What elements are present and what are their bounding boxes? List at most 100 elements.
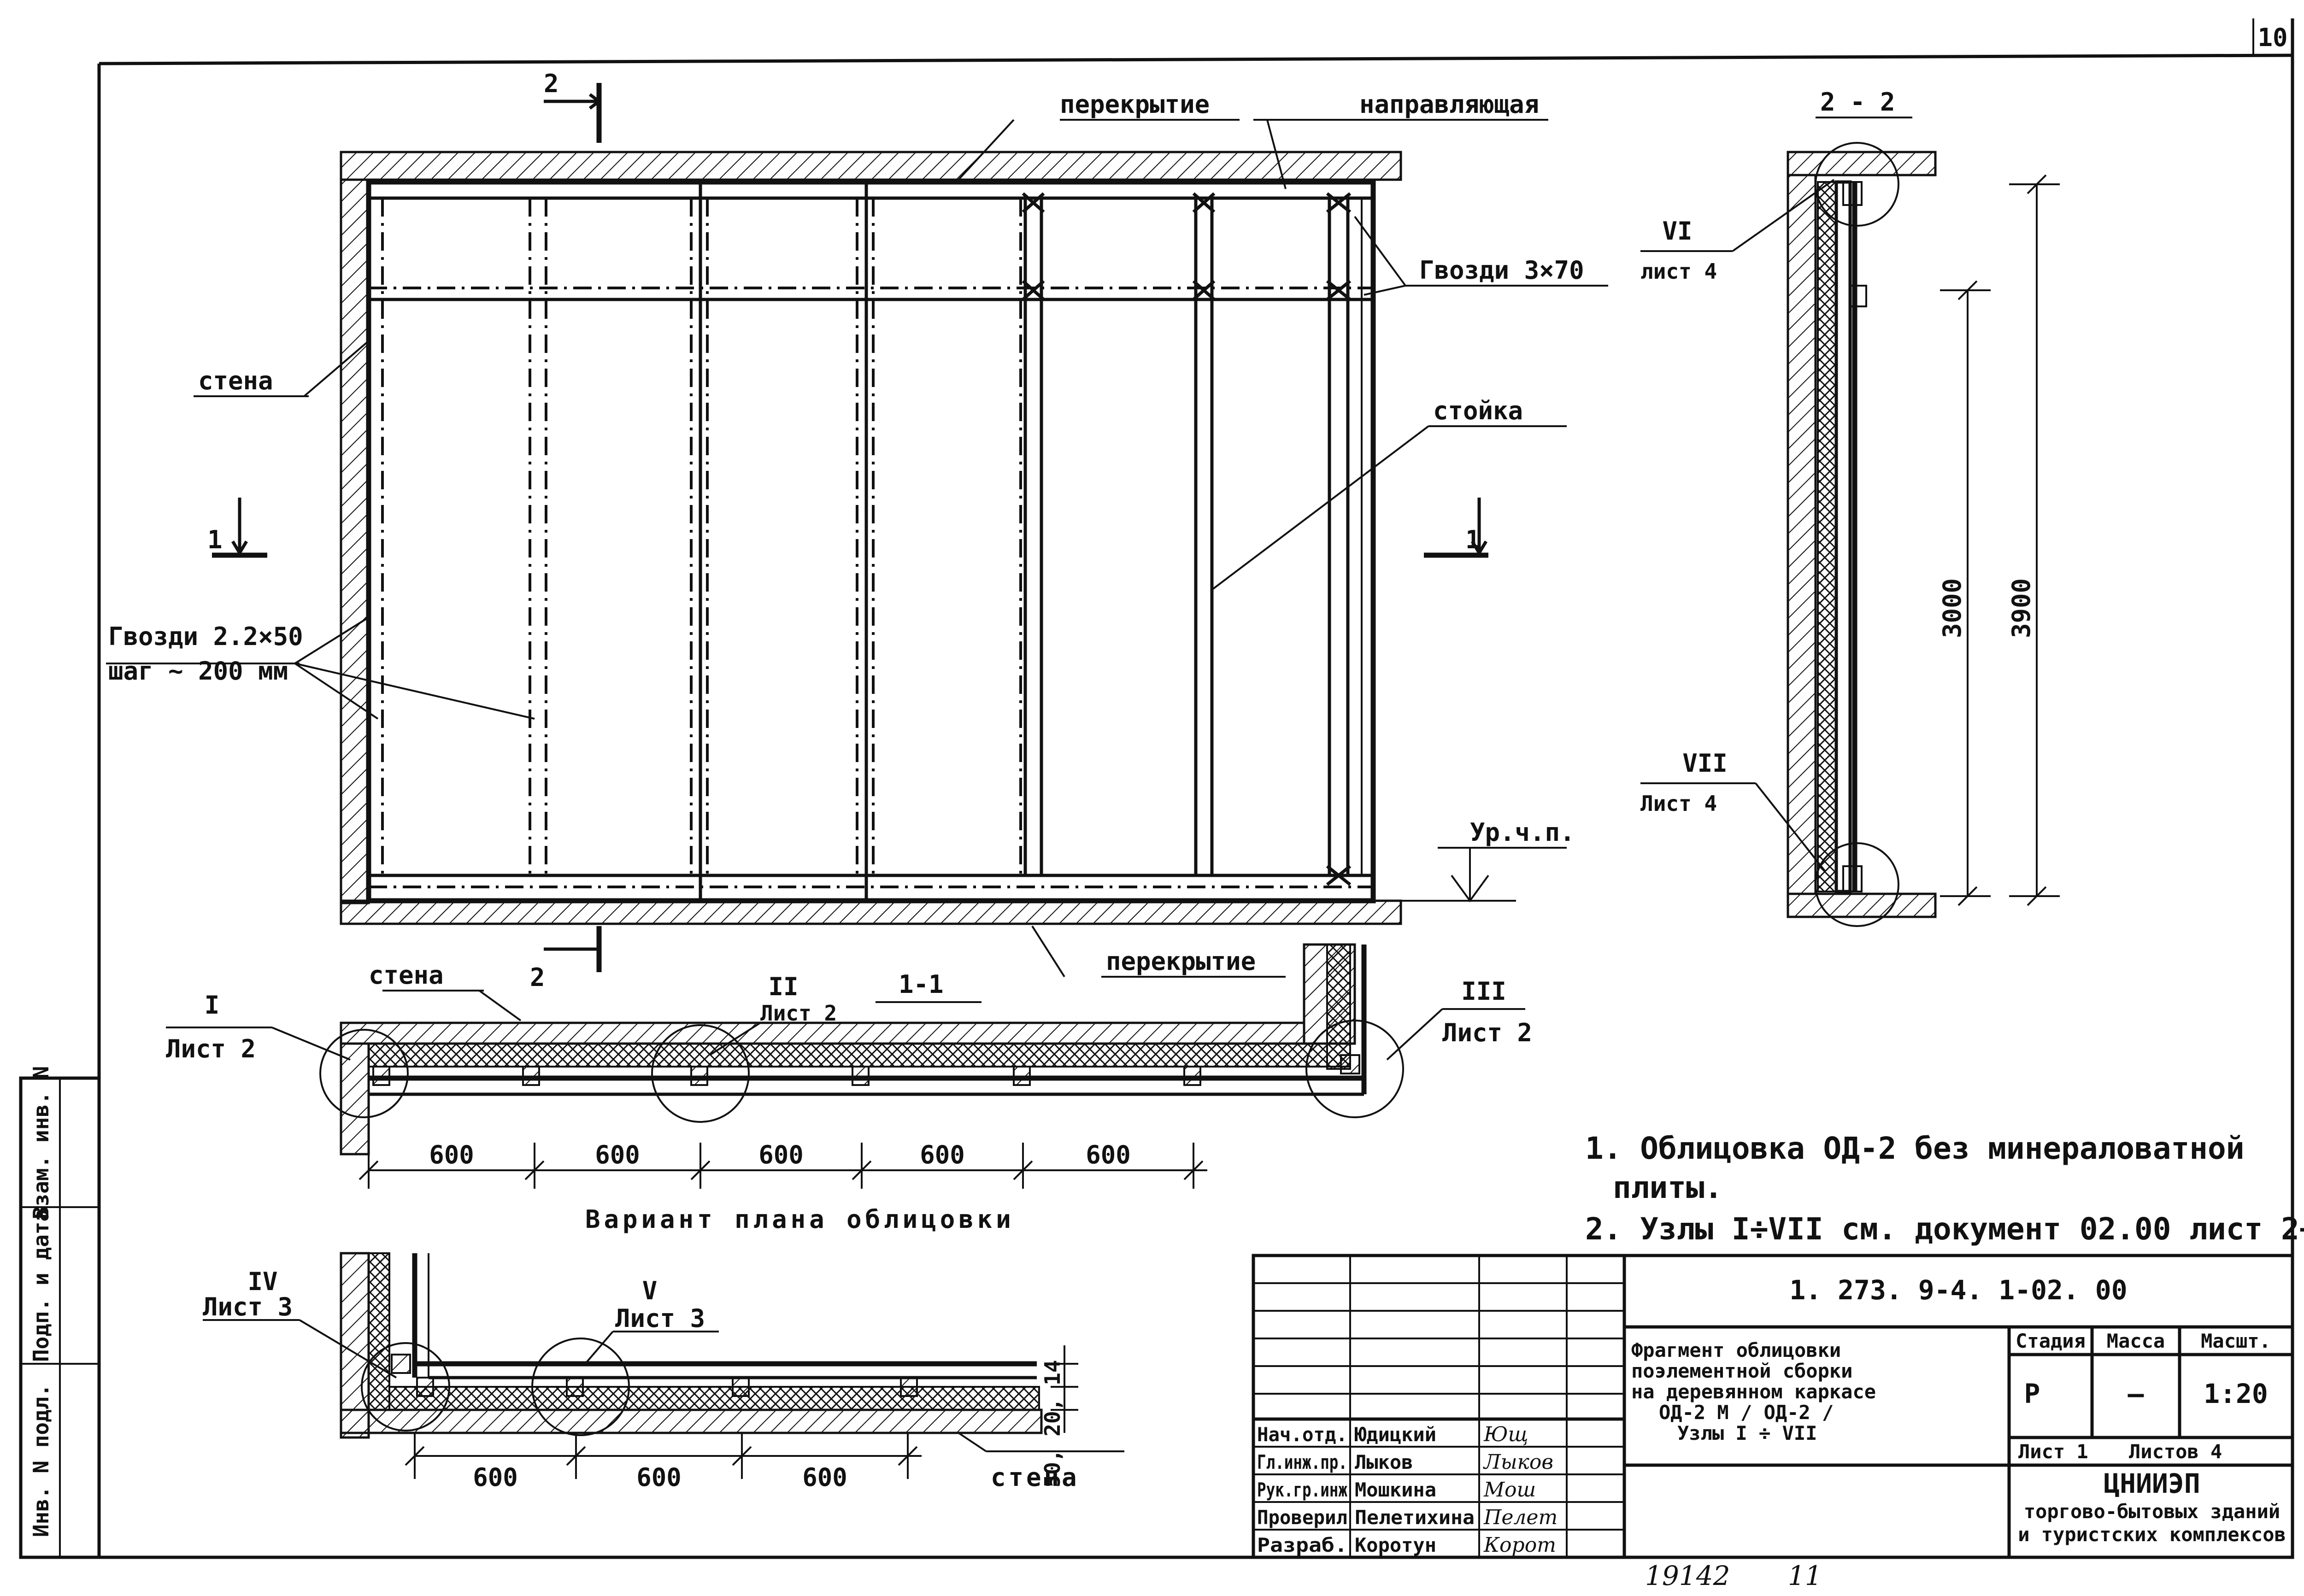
note-line-2: 2. Узлы I÷VII см. документ 02.00 лист 2÷…: [1585, 1211, 2304, 1247]
staff-name-1: Юдицкий: [1355, 1423, 1436, 1446]
dim-3900: 3900: [2007, 578, 2036, 638]
plan-1-1-title: 1-1: [899, 970, 944, 999]
stamp-inv-no: Инв. N подл.: [29, 1384, 53, 1537]
sheets-label: Листов 4: [2129, 1440, 2222, 1463]
plan-variant-dim-1: 600: [473, 1463, 518, 1492]
staff-name-4: Пелетихина: [1355, 1506, 1475, 1529]
plan-variant-dim-2: 600: [636, 1463, 682, 1492]
plan-variant: [203, 1252, 1124, 1479]
scale-header: Масшт.: [2201, 1330, 2271, 1352]
note-line-1: 1. Облицовка ОД-2 без минераловатной: [1585, 1131, 2244, 1166]
staff-name-3: Мошкина: [1355, 1479, 1436, 1501]
mass-value: —: [2128, 1378, 2144, 1409]
node-vi-sheet: лист 4: [1640, 259, 1717, 284]
footer-id-2: 11: [1788, 1560, 1822, 1591]
label-nails-top: Гвозди 3×70: [1419, 256, 1584, 285]
bottom-slab: [340, 899, 1402, 925]
node-v-num: V: [642, 1276, 658, 1305]
staff-name-5: Коротун: [1355, 1534, 1436, 1556]
label-floor-top: перекрытие: [1060, 90, 1210, 119]
title-line-3: на деревянном каркасе: [1631, 1380, 1876, 1403]
plan-1-1-wall-label: стена: [369, 961, 444, 990]
staff-role-2: Гл.инж.пр.: [1257, 1451, 1347, 1473]
node-vii-num: VII: [1682, 749, 1728, 778]
staff-sign-4: Пелет: [1483, 1506, 1558, 1529]
panel-dashed-lines: [381, 198, 1022, 875]
node-ii-num: II: [768, 972, 798, 1001]
plan-1-1-dim-2: 600: [595, 1140, 640, 1169]
title-line-2: поэлементной сборки: [1631, 1360, 1852, 1382]
sheet-label: Лист 1: [2018, 1440, 2088, 1463]
org-line-3: и туристских комплексов: [2018, 1523, 2286, 1546]
plan-1-1-dim-3: 600: [758, 1140, 804, 1169]
scale-value: 1:20: [2204, 1378, 2268, 1409]
elevation-view: [106, 83, 1608, 978]
staff-role-4: Проверил: [1257, 1506, 1347, 1529]
label-level: Ур.ч.п.: [1470, 818, 1575, 847]
staff-sign-3: Мош: [1483, 1478, 1536, 1502]
dim-3000: 3000: [1938, 578, 1967, 638]
section-mark-top: 2: [544, 69, 559, 98]
stage-header: Стадия: [2016, 1330, 2086, 1352]
drawing-code: 1. 273. 9-4. 1-02. 00: [1789, 1274, 2127, 1306]
frame-outline: [366, 179, 1376, 904]
node-i-sheet: Лист 2: [166, 1034, 256, 1063]
stamp-sign-date: Подп. и дата: [29, 1209, 53, 1362]
section-mark-bottom: 2: [530, 963, 545, 992]
plan-1-1: [166, 943, 1525, 1189]
stud-posts: [1022, 192, 1363, 886]
thickness-dims: 50, 20, 14: [1040, 1360, 1065, 1488]
node-iv-sheet: Лист 3: [203, 1292, 293, 1321]
staff-sign-2: Лыков: [1483, 1450, 1553, 1474]
staff-role-3: Рук.гр.инж: [1257, 1479, 1348, 1501]
section-mark-right: 1: [1465, 525, 1481, 554]
node-iii-sheet: Лист 2: [1442, 1018, 1532, 1047]
plan-1-1-dim-4: 600: [920, 1140, 965, 1169]
label-nails-side-2: шаг ~ 200 мм: [108, 657, 288, 686]
staff-sign-5: Корот: [1483, 1533, 1556, 1557]
section-2-2-title: 2 - 2: [1820, 88, 1895, 117]
label-guide: направляющая: [1359, 90, 1539, 119]
org-line-2: торгово-бытовых зданий: [2024, 1500, 2280, 1523]
title-line-5: Узлы I ÷ VII: [1677, 1422, 1817, 1444]
node-iii-num: III: [1461, 977, 1506, 1006]
mass-header: Масса: [2107, 1330, 2165, 1352]
staff-role-5: Разраб.: [1257, 1534, 1347, 1556]
left-wall: [340, 178, 370, 904]
section-mark-left: 1: [207, 525, 223, 554]
stamp-replace-inv: Взам. инв. N: [29, 1066, 53, 1219]
org-name: ЦНИИЭП: [2104, 1468, 2200, 1499]
plan-caption: Вариант плана облицовки: [585, 1205, 1015, 1234]
title-line-4: ОД-2 М / ОД-2 /: [1659, 1401, 1834, 1424]
title-line-1: Фрагмент облицовки: [1631, 1339, 1841, 1361]
top-slab: [340, 151, 1402, 181]
label-nails-side-1: Гвозди 2.2×50: [108, 622, 303, 651]
staff-sign-1: Ющ: [1483, 1423, 1528, 1446]
node-iv-num: IV: [247, 1267, 277, 1296]
label-wall: стена: [198, 366, 273, 395]
plan-1-1-dim-1: 600: [429, 1140, 474, 1169]
page-number: 10: [2257, 23, 2287, 52]
plan-variant-wall-label: стена: [991, 1463, 1080, 1492]
footer-id-1: 19142: [1645, 1560, 1730, 1591]
staff-name-2: Лыков: [1355, 1451, 1413, 1473]
note-line-1b: плиты.: [1613, 1170, 1722, 1205]
label-stud: стойка: [1433, 396, 1523, 425]
plan-variant-dim-3: 600: [802, 1463, 847, 1492]
title-block-grid: [1253, 1282, 1624, 1531]
section-2-2: [1640, 117, 2060, 927]
stage-value: Р: [2024, 1378, 2040, 1409]
node-v-sheet: Лист 3: [615, 1304, 705, 1333]
title-block: [1252, 1254, 2294, 1559]
label-floor-bottom: перекрытие: [1106, 947, 1256, 976]
node-i-num: I: [205, 991, 220, 1020]
staff-role-1: Нач.отд.: [1257, 1423, 1347, 1446]
side-stamp: [19, 1076, 101, 1559]
node-vii-sheet: Лист 4: [1640, 791, 1717, 816]
plan-1-1-studs: [372, 1054, 1360, 1086]
plan-1-1-dim-5: 600: [1086, 1140, 1131, 1169]
node-ii-sheet: Лист 2: [760, 1001, 837, 1026]
node-vi-num: VI: [1662, 217, 1692, 246]
